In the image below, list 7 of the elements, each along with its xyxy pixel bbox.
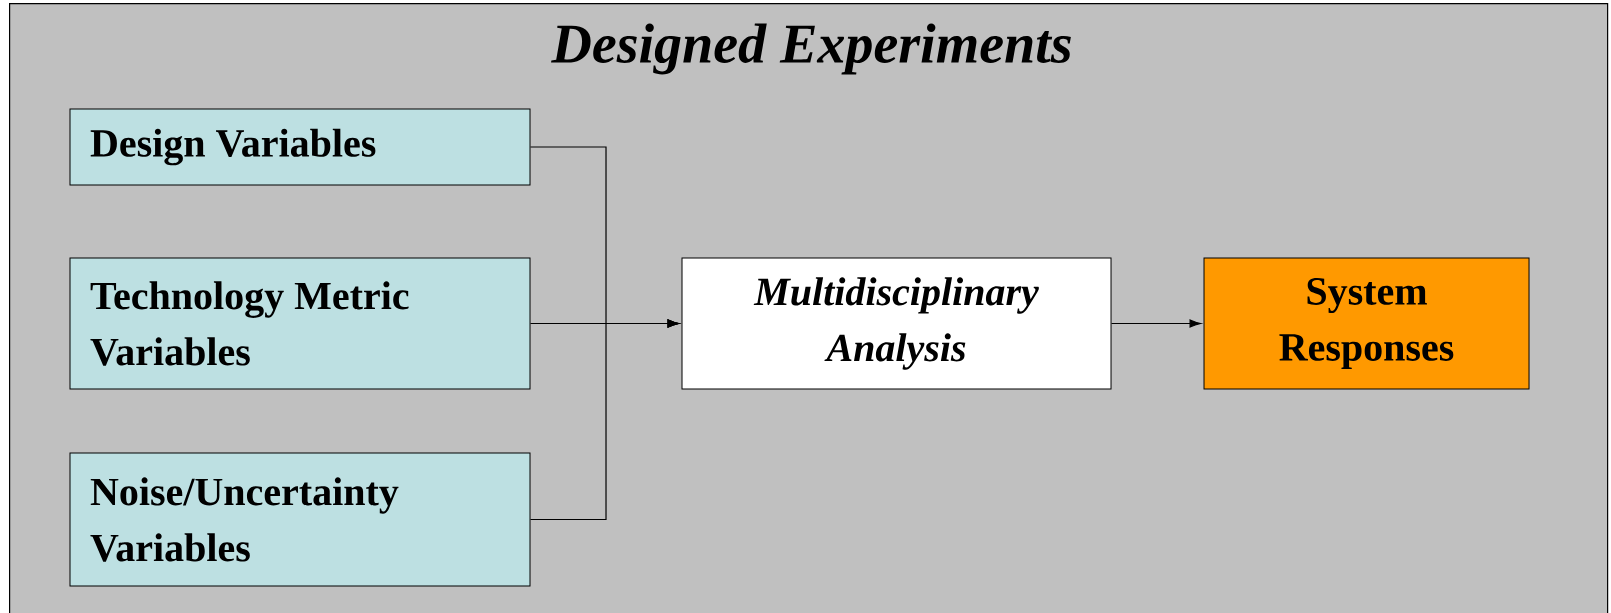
process-box: Design Variables [69, 108, 531, 186]
arrow [1110, 319, 1202, 328]
process-box: Noise/Uncertainty Variables [69, 452, 531, 587]
process-box: Multidisciplinary Analysis [681, 257, 1112, 390]
arrow [529, 319, 680, 521]
process-box: System Responses [1203, 257, 1530, 390]
process-box: Technology Metric Variables [69, 257, 531, 390]
